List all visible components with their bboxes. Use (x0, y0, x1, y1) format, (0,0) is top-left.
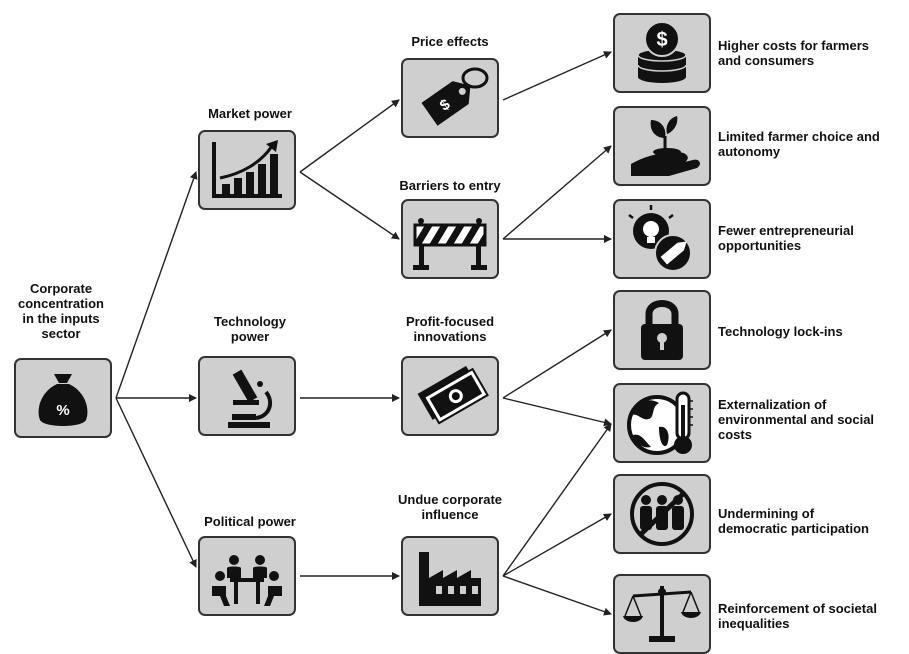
arrow-root-to-market-power (115, 171, 198, 399)
arrow-influence-to-externalization (502, 423, 612, 577)
percent-glyph: % (56, 402, 69, 419)
market-power-box (198, 130, 296, 210)
lock-ins-box (613, 290, 711, 370)
higher-costs-label: Higher costs for farmers and consumers (718, 38, 869, 68)
barriers-box (401, 199, 499, 279)
arrow-influence-to-inequalities (502, 575, 612, 616)
arrow-innovations-to-externalization (502, 397, 612, 427)
padlock-icon (641, 300, 683, 360)
arrow-innovations-to-lock-ins (502, 329, 612, 399)
limited-choice-box (613, 106, 711, 186)
inequalities-box (613, 574, 711, 654)
coin-stack-icon: $ (637, 21, 687, 83)
fewer-opportunities-box (613, 199, 711, 279)
undue-influence-label: Undue corporate influence (397, 492, 502, 522)
coin-dollar-glyph: $ (656, 29, 667, 51)
money-bag-percent-icon: % (38, 374, 88, 426)
undue-influence-box (401, 536, 499, 616)
price-effects-box: $ (401, 58, 499, 138)
banknotes-icon (417, 365, 489, 425)
lightbulb-pencil-icon (628, 205, 692, 272)
hand-holding-plant-icon (631, 116, 700, 176)
technology-power-label: Technology power (214, 314, 286, 344)
price-effects-label: Price effects (411, 34, 489, 49)
earth-thermometer-icon (627, 391, 693, 455)
lock-ins-label: Technology lock-ins (718, 324, 843, 339)
externalization-box (613, 383, 711, 463)
undermining-label: Undermining of democratic participation (718, 506, 869, 536)
barriers-label: Barriers to entry (399, 178, 501, 193)
factory-icon (419, 552, 481, 606)
undermining-box (613, 474, 711, 554)
higher-costs-box: $ (613, 13, 711, 93)
political-power-box (198, 536, 296, 616)
arrow-root-to-political-power (115, 397, 197, 568)
root-label: Corporate concentration in the inputs se… (18, 281, 104, 341)
arrow-market-to-price-effects (299, 99, 400, 173)
profit-innovations-label: Profit-focused innovations (405, 314, 495, 344)
arrow-influence-to-undermining (502, 513, 612, 577)
crossed-out-people-icon (630, 482, 694, 546)
price-tag-icon: $ (421, 67, 489, 126)
rising-bar-chart-icon (212, 140, 282, 198)
meeting-table-icon (212, 555, 282, 606)
road-barrier-icon (413, 218, 487, 270)
balance-scale-icon (623, 586, 701, 642)
limited-choice-label: Limited farmer choice and autonomy (718, 129, 880, 159)
market-power-label: Market power (208, 106, 292, 121)
root-box: % (14, 358, 112, 438)
fewer-opportunities-label: Fewer entrepreneurial opportunities (718, 223, 854, 253)
microscope-icon (228, 369, 273, 428)
arrow-market-to-barriers (299, 171, 400, 240)
arrow-price-to-higher-costs (502, 51, 612, 101)
inequalities-label: Reinforcement of societal inequalities (718, 601, 877, 631)
political-power-label: Political power (204, 514, 296, 529)
arrow-barriers-to-limited-choice (502, 145, 612, 240)
technology-power-box (198, 356, 296, 436)
profit-innovations-box (401, 356, 499, 436)
externalization-label: Externalization of environmental and soc… (718, 397, 875, 442)
